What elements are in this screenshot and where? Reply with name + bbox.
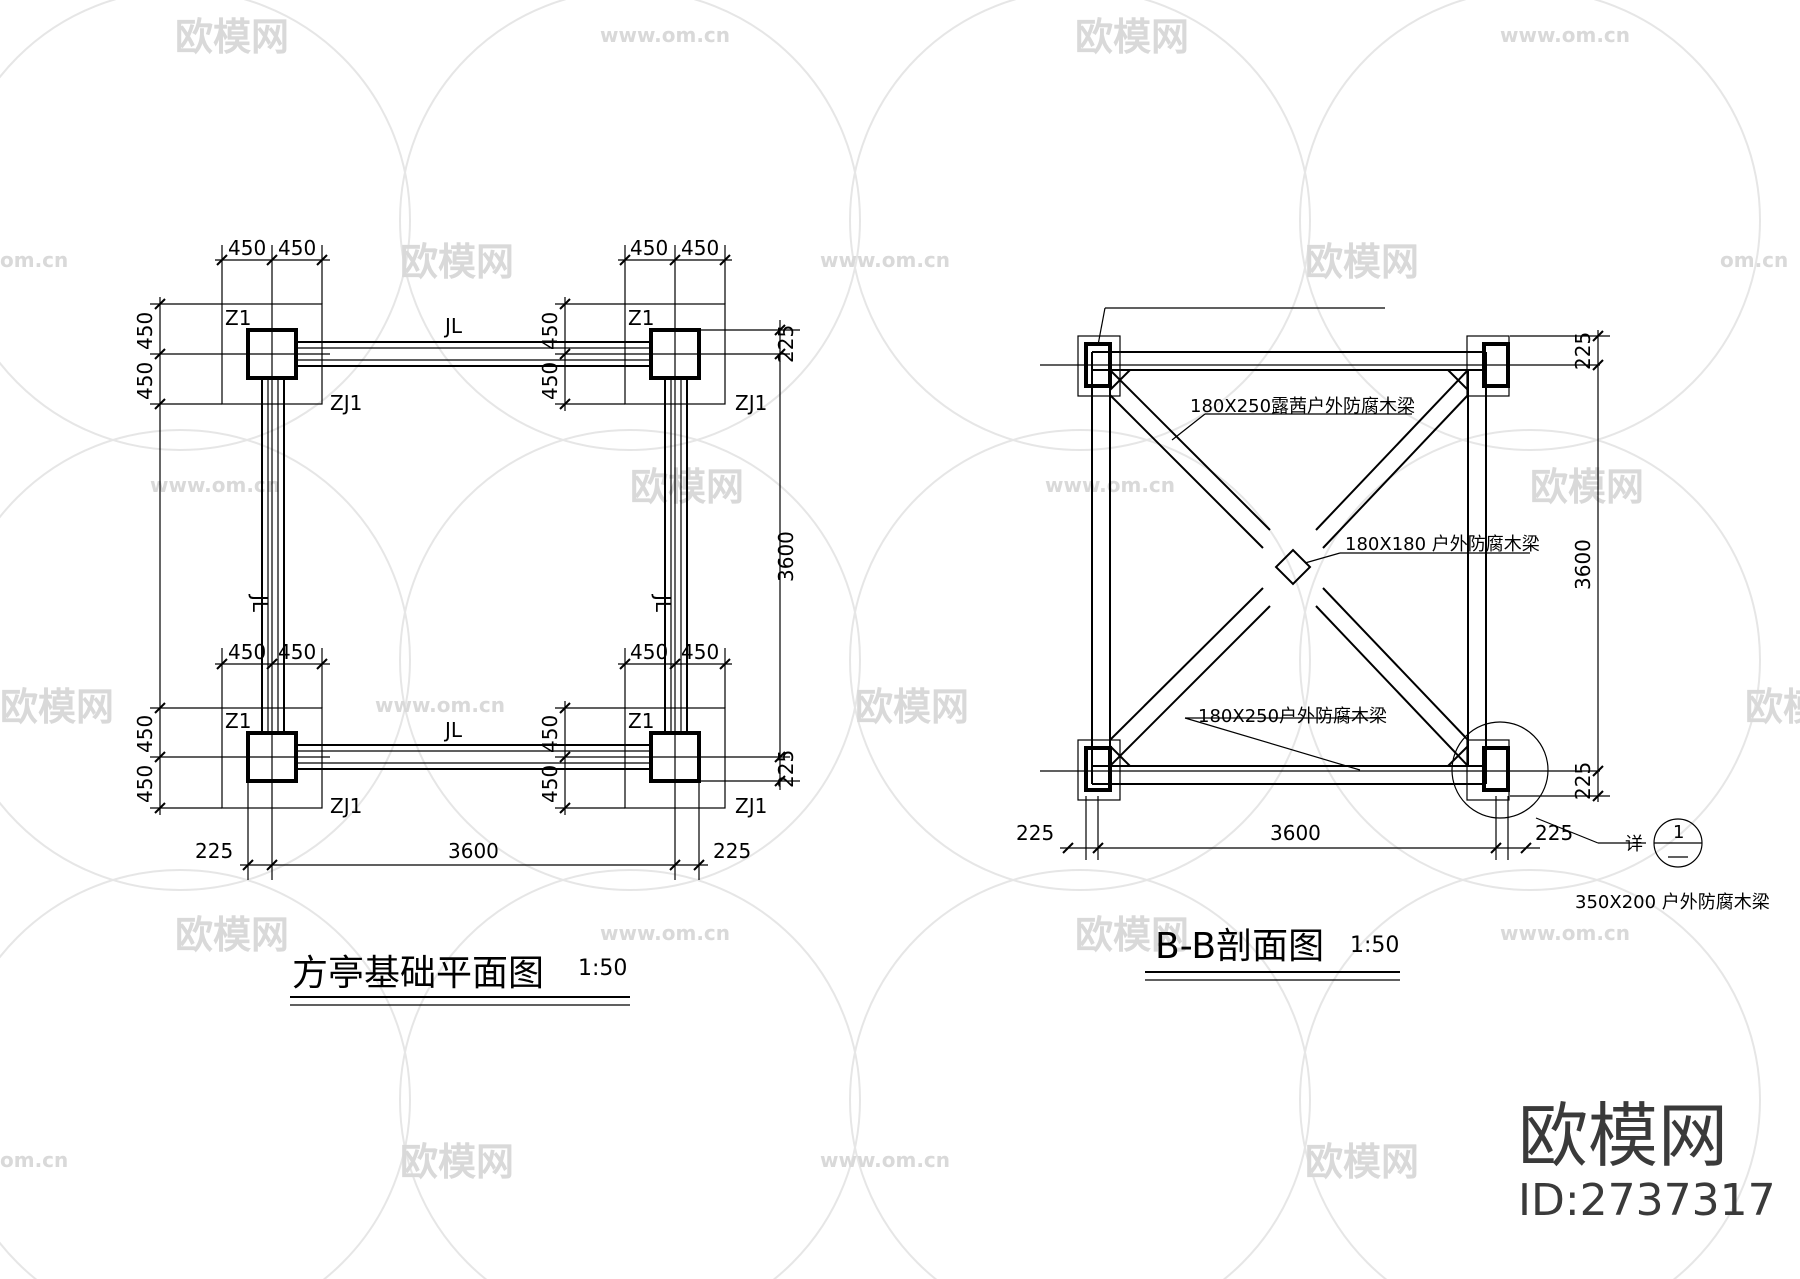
plan-title: 方亭基础平面图 — [292, 953, 544, 994]
watermark-brand: 欧模网 — [175, 913, 289, 957]
section-title: B-B剖面图 — [1155, 926, 1324, 967]
dim-label: 3600 — [1571, 539, 1595, 590]
post-bottom-right — [1466, 739, 1510, 801]
dim-label: 225 — [1571, 762, 1595, 800]
detail-prefix: 详 — [1625, 834, 1643, 855]
beam-label: JL — [443, 314, 463, 338]
watermark-site: www.om.cn — [1500, 921, 1630, 945]
dim-label: 450 — [630, 640, 668, 664]
section-dimension-lines — [1060, 330, 1599, 849]
dim-label: 450 — [278, 236, 316, 260]
dim-label: 450 — [538, 765, 562, 803]
frame-beams — [1091, 351, 1487, 785]
beam-label: JL — [651, 593, 675, 613]
watermark-brand: 欧模网 — [400, 1140, 514, 1184]
tie-beams — [261, 341, 688, 770]
footing-label: ZJ1 — [330, 391, 362, 415]
center-joint — [1274, 548, 1312, 586]
dim-label: 450 — [681, 640, 719, 664]
dim-label: 450 — [278, 640, 316, 664]
footing-label: ZJ1 — [735, 794, 767, 818]
watermark-brand: 欧模网 — [400, 240, 514, 284]
beam-label: JL — [443, 718, 463, 742]
dim-label: 450 — [228, 236, 266, 260]
brand-id: ID:2737317 — [1518, 1175, 1776, 1226]
leader-lines — [1097, 307, 1646, 844]
dim-label: 3600 — [1270, 821, 1321, 845]
dim-label: 3600 — [774, 531, 798, 582]
column-label: Z1 — [628, 306, 654, 330]
diagonal-beams — [1109, 369, 1469, 767]
watermark-brand: 欧模网 — [1305, 240, 1419, 284]
watermark-brand: 欧模网 — [175, 15, 289, 59]
dim-label: 225 — [1535, 821, 1573, 845]
foundation-plan: 450 450 450 450 450 450 450 450 450 450 … — [133, 236, 800, 1006]
detail-label: 350X200 户外防腐木梁 — [1575, 892, 1770, 913]
dim-label: 225 — [1571, 332, 1595, 370]
detail-callout-circle — [1451, 721, 1549, 819]
watermark-site: www.om.cn — [1500, 23, 1630, 47]
dim-label: 3600 — [448, 839, 499, 863]
watermark-site: www.om.cn — [820, 248, 950, 272]
section-dimension-ticks — [1062, 330, 1604, 854]
dim-label: 225 — [713, 839, 751, 863]
dim-label: 450 — [538, 362, 562, 400]
detail-number: 1 — [1673, 822, 1684, 843]
dim-label: 450 — [133, 312, 157, 350]
section-grid-lines — [1040, 335, 1610, 860]
column-label: Z1 — [628, 709, 654, 733]
brand-name: 欧模网 — [1518, 1095, 1728, 1177]
watermark-brand: 欧模网 — [1075, 913, 1189, 957]
footing-label: ZJ1 — [330, 794, 362, 818]
watermark-site: om.cn — [1720, 248, 1788, 272]
section-bb: 225 3600 225 225 3600 225 180X250露茜户外防腐木… — [1016, 307, 1770, 981]
dim-label: 225 — [774, 325, 798, 363]
column-label: Z1 — [225, 709, 251, 733]
plan-scale: 1:50 — [578, 956, 627, 981]
dim-label: 450 — [133, 765, 157, 803]
watermark-site: www.om.cn — [375, 693, 505, 717]
dim-label: 225 — [195, 839, 233, 863]
dim-label: 225 — [1016, 821, 1054, 845]
dim-label: 225 — [774, 750, 798, 788]
watermark-brand: 欧模网 — [1745, 685, 1800, 729]
column-label: Z1 — [225, 306, 251, 330]
watermark-site: om.cn — [0, 248, 68, 272]
brand-stamp: 欧模网 ID:2737317 — [1518, 1095, 1776, 1226]
watermark-brand: 欧模网 — [0, 685, 114, 729]
watermark-site: om.cn — [0, 1148, 68, 1172]
watermark-brand: 欧模网 — [855, 685, 969, 729]
beam-label-top: 180X250露茜户外防腐木梁 — [1190, 396, 1415, 417]
watermark-site: www.om.cn — [600, 921, 730, 945]
dim-label: 450 — [681, 236, 719, 260]
dim-label: 450 — [630, 236, 668, 260]
post-top-right — [1466, 335, 1510, 397]
watermark-brand: 欧模网 — [1075, 15, 1189, 59]
watermark-site: www.om.cn — [150, 473, 280, 497]
post-bottom-left — [1077, 739, 1121, 801]
footing-label: ZJ1 — [735, 391, 767, 415]
beam-label-center: 180X180 户外防腐木梁 — [1345, 534, 1540, 555]
watermark-site: www.om.cn — [600, 23, 730, 47]
dim-label: 450 — [538, 715, 562, 753]
plan-dimension-ticks — [154, 254, 786, 871]
beam-label: JL — [248, 593, 272, 613]
dim-label: 450 — [133, 362, 157, 400]
dim-label: 450 — [228, 640, 266, 664]
watermark-site: www.om.cn — [820, 1148, 950, 1172]
section-scale: 1:50 — [1350, 933, 1399, 958]
watermark-brand: 欧模网 — [1530, 465, 1644, 509]
beam-inner-lines — [267, 347, 682, 764]
watermark-brand: 欧模网 — [1305, 1140, 1419, 1184]
beam-label-bottom: 180X250户外防腐木梁 — [1198, 706, 1387, 727]
plan-grid-lines — [150, 245, 800, 880]
dim-label: 450 — [538, 312, 562, 350]
dim-label: 450 — [133, 715, 157, 753]
